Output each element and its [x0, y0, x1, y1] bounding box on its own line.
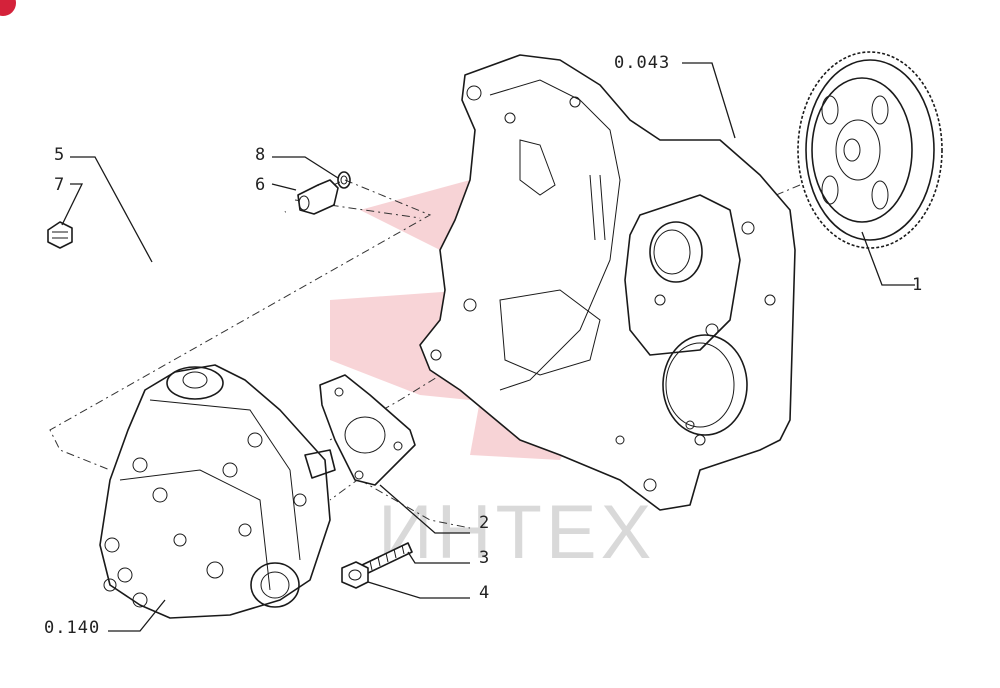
label-pipe: 5 — [54, 145, 65, 165]
gasket — [319, 374, 416, 486]
label-washer: 8 — [255, 145, 266, 165]
label-bolt: 3 — [479, 548, 490, 568]
label-gasket: 2 — [479, 513, 490, 533]
gear — [797, 51, 943, 249]
corner-badge — [0, 0, 16, 16]
pipe — [70, 209, 287, 267]
label-nut: 4 — [479, 583, 490, 603]
timing-cover — [419, 54, 796, 511]
nut — [341, 561, 369, 589]
label-gear: 1 — [912, 275, 923, 295]
leader-lines — [61, 62, 915, 632]
label-cover: 0.043 — [614, 53, 670, 73]
label-pump: 0.140 — [44, 618, 100, 638]
watermark-text: ИНТЕХ — [378, 490, 655, 575]
union — [297, 179, 339, 215]
fitting — [47, 221, 73, 249]
injection-pump — [99, 364, 336, 619]
label-fitting: 7 — [54, 175, 65, 195]
label-union: 6 — [255, 175, 266, 195]
washer — [337, 171, 351, 189]
